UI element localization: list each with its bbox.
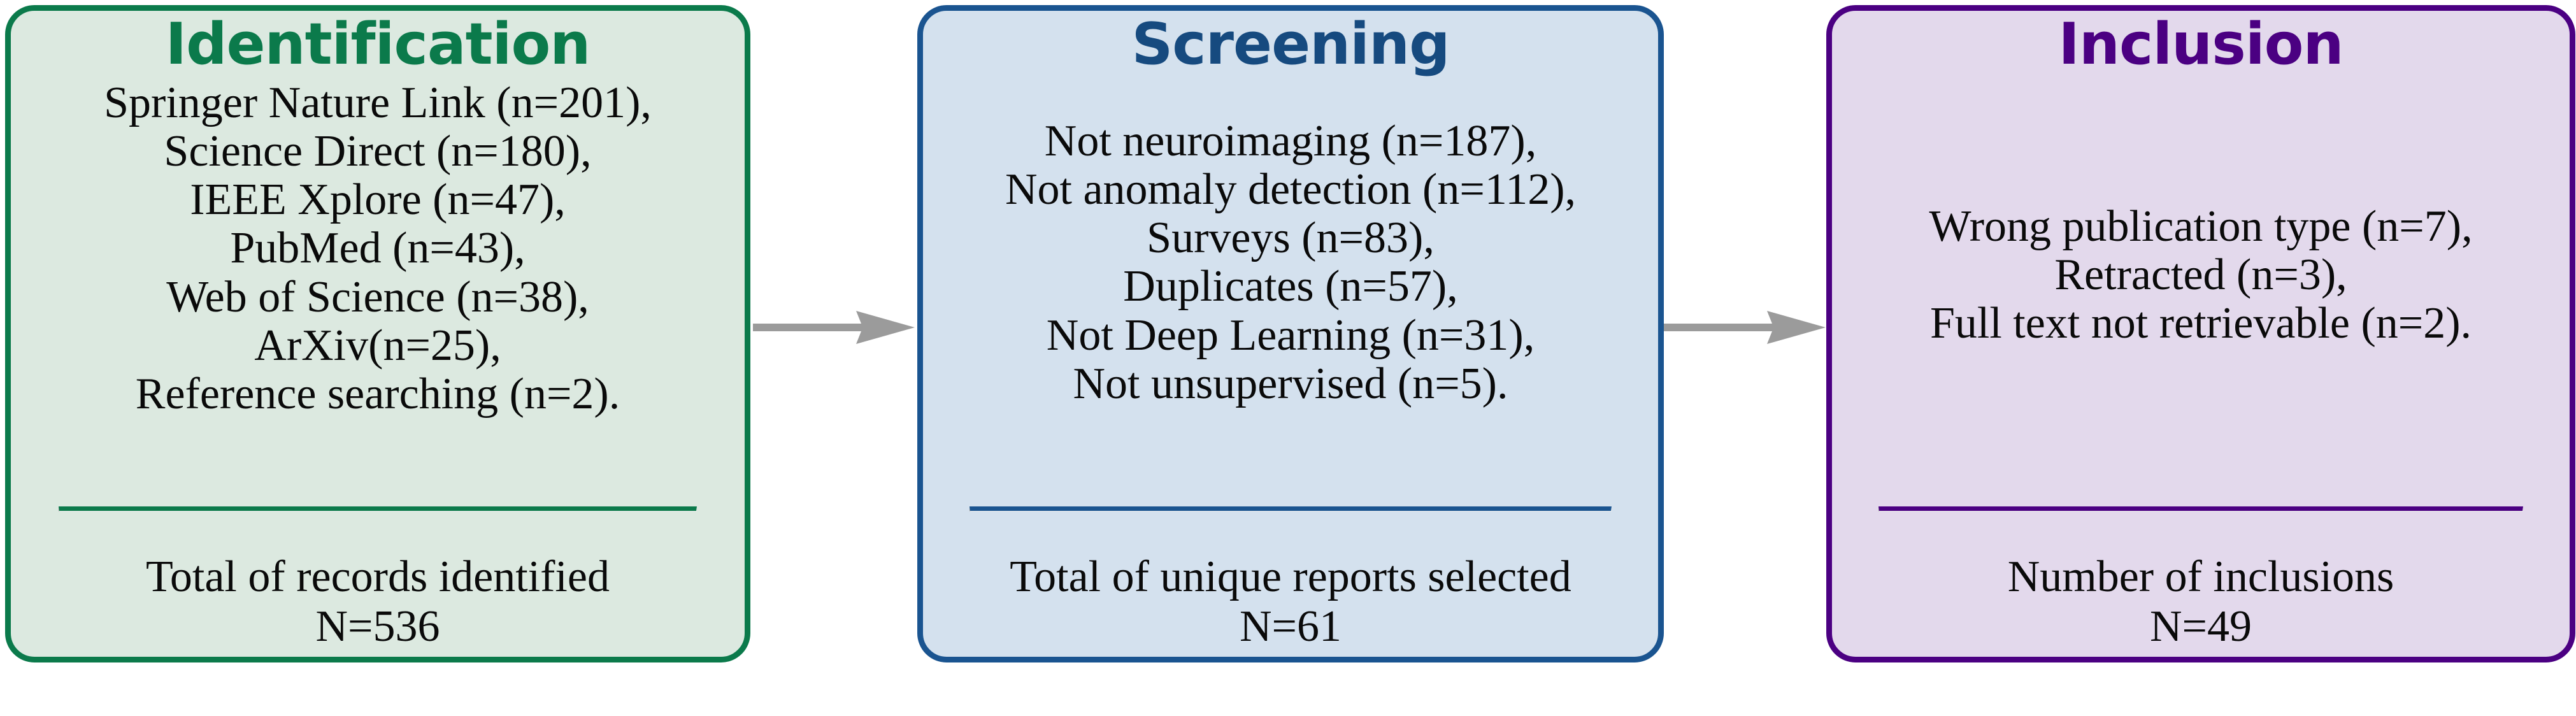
reason-item: Reference searching (n=2). xyxy=(135,369,620,419)
reason-item: Not unsupervised (n=5). xyxy=(1073,359,1508,408)
reason-item: Duplicates (n=57), xyxy=(1123,262,1458,311)
reason-item: Web of Science (n=38), xyxy=(166,272,589,322)
reason-list-inclusion: Wrong publication type (n=7), Retracted … xyxy=(1832,201,2570,348)
summary-label: Total of records identified xyxy=(146,552,610,601)
reason-item: Full text not retrievable (n=2). xyxy=(1929,299,2472,348)
stage-box-identification: Identification Springer Nature Link (n=2… xyxy=(5,5,750,662)
reason-item: Retracted (n=3), xyxy=(2054,250,2347,299)
reason-item: PubMed (n=43), xyxy=(230,224,526,273)
section-divider xyxy=(970,506,1612,512)
summary-label: Total of unique reports selected xyxy=(1010,552,1571,601)
summary-label: Number of inclusions xyxy=(2007,552,2394,601)
reason-item: Science Direct (n=180), xyxy=(164,126,592,176)
stage-summary-screening: Total of unique reports selected N=61 xyxy=(923,552,1658,652)
reason-item: Not Deep Learning (n=31), xyxy=(1046,310,1535,360)
section-divider xyxy=(1878,506,2523,512)
summary-value: N=61 xyxy=(1239,602,1342,652)
reason-item: Not anomaly detection (n=112), xyxy=(1005,164,1577,214)
reason-list-screening: Not neuroimaging (n=187), Not anomaly de… xyxy=(923,117,1658,409)
reason-item: Surveys (n=83), xyxy=(1147,213,1435,263)
reason-item: IEEE Xplore (n=47), xyxy=(190,175,566,225)
reason-item: ArXiv(n=25), xyxy=(254,320,501,370)
reason-item: Springer Nature Link (n=201), xyxy=(104,78,652,127)
flow-arrow-icon xyxy=(750,308,917,347)
reason-list-identification: Springer Nature Link (n=201), Science Di… xyxy=(11,78,745,419)
stage-title-screening: Screening xyxy=(1131,11,1450,78)
stage-title-inclusion: Inclusion xyxy=(2058,11,2343,78)
reason-item: Not neuroimaging (n=187), xyxy=(1044,116,1537,166)
stage-summary-inclusion: Number of inclusions N=49 xyxy=(1832,552,2570,652)
summary-value: N=536 xyxy=(315,602,440,652)
summary-value: N=49 xyxy=(2149,602,2252,652)
flow-arrow-icon xyxy=(1661,308,1828,347)
reason-item: Wrong publication type (n=7), xyxy=(1929,201,2473,251)
stage-summary-identification: Total of records identified N=536 xyxy=(11,552,745,652)
stage-box-inclusion: Inclusion Wrong publication type (n=7), … xyxy=(1826,5,2575,662)
section-divider xyxy=(59,506,697,512)
stage-box-screening: Screening Not neuroimaging (n=187), Not … xyxy=(917,5,1664,662)
stage-title-identification: Identification xyxy=(165,11,591,78)
